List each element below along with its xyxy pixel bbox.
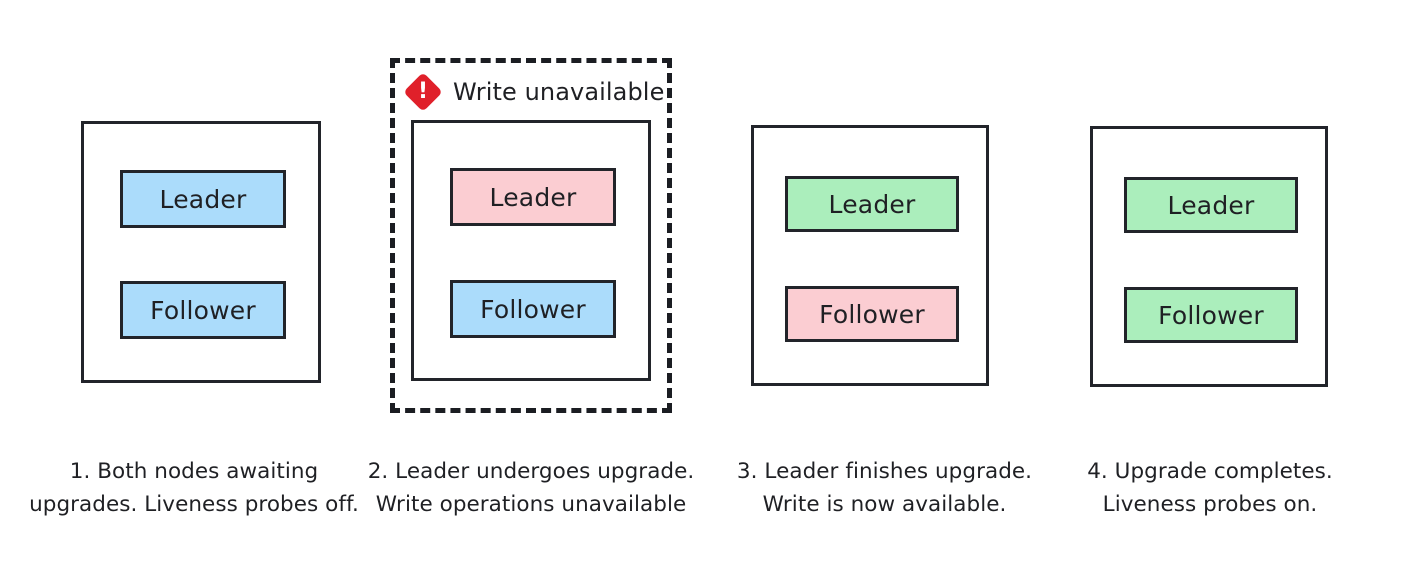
role-label: Leader (489, 182, 577, 212)
caption-1: 1. Both nodes awaiting upgrades. Livenes… (0, 455, 388, 521)
caption-line: 1. Both nodes awaiting (69, 459, 319, 484)
role-label: Follower (1158, 300, 1264, 330)
role-follower-3[interactable]: Follower (785, 286, 959, 342)
write-unavailable-alert: ! Write unavailable (403, 72, 664, 112)
caption-2: 2. Leader undergoes upgrade. Write opera… (350, 455, 712, 521)
role-follower-2[interactable]: Follower (450, 280, 616, 338)
caption-line: Write operations unavailable (375, 492, 687, 517)
caption-line: 2. Leader undergoes upgrade. (367, 459, 695, 484)
alert-diamond-icon: ! (403, 72, 443, 112)
node-container-2: Leader Follower (411, 120, 651, 381)
panel-3: Leader Follower 3. Leader finishes upgra… (737, 125, 1032, 517)
alert-exclamation-glyph: ! (417, 79, 429, 104)
role-label: Follower (480, 294, 586, 324)
role-leader-2[interactable]: Leader (450, 168, 616, 226)
node-container-1: Leader Follower (81, 121, 321, 383)
role-label: Leader (828, 189, 916, 219)
node-container-4: Leader Follower (1090, 126, 1328, 387)
write-unavailable-region (390, 58, 672, 413)
role-label: Leader (159, 184, 247, 214)
role-leader-4[interactable]: Leader (1124, 177, 1298, 233)
caption-line: Write is now available. (762, 492, 1007, 517)
role-label: Follower (819, 299, 925, 329)
caption-3: 3. Leader finishes upgrade. Write is now… (712, 455, 1057, 521)
caption-4: 4. Upgrade completes. Liveness probes on… (1060, 455, 1360, 521)
caption-line: Liveness probes on. (1102, 492, 1318, 517)
role-leader-1[interactable]: Leader (120, 170, 286, 228)
panel-1: Leader Follower 1. Both nodes awaiting u… (0, 0, 400, 576)
role-follower-1[interactable]: Follower (120, 281, 286, 339)
role-label: Follower (150, 295, 256, 325)
role-follower-4[interactable]: Follower (1124, 287, 1298, 343)
role-label: Leader (1167, 190, 1255, 220)
role-leader-3[interactable]: Leader (785, 176, 959, 232)
alert-label: Write unavailable (453, 78, 665, 106)
caption-line: upgrades. Liveness probes off. (29, 492, 359, 517)
panel-2: ! Write unavailable Leader Follower 2. L… (0, 0, 700, 576)
caption-line: 4. Upgrade completes. (1087, 459, 1333, 484)
node-container-3: Leader Follower (751, 125, 989, 386)
caption-line: 3. Leader finishes upgrade. (736, 459, 1033, 484)
